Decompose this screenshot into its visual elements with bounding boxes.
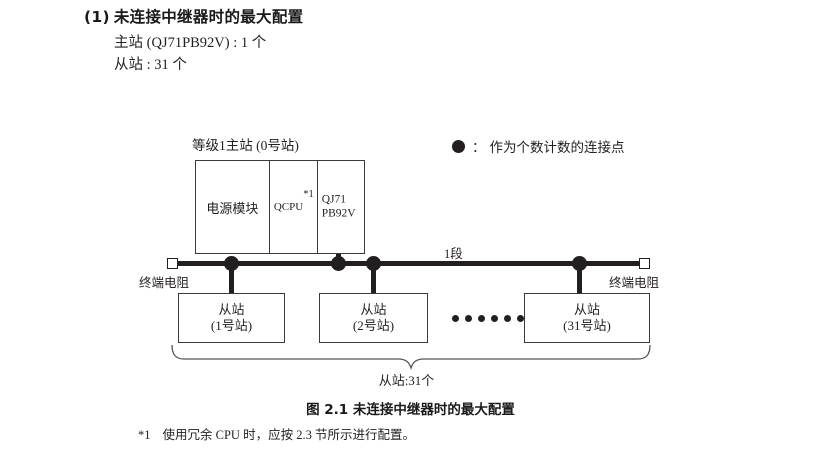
connection-dot-master: [331, 256, 346, 271]
slave-count-label-text: 从站:31个: [378, 373, 435, 388]
power-supply-module-label: 电源模块: [206, 200, 259, 216]
slave-2-drop-line: [371, 266, 376, 294]
cpu-module-label: QCPU: [273, 201, 304, 213]
slave-station-number-2: (2号站): [352, 318, 395, 333]
cpu-module-slot: QCPU *1: [270, 161, 318, 253]
ellipsis-dot: [452, 315, 459, 322]
terminator-square-right-icon: [639, 258, 650, 269]
segment-label: 1段: [444, 247, 463, 261]
figure-caption: 图 2.1 未连接中继器时的最大配置: [306, 402, 515, 418]
connection-dot-slave-31: [572, 256, 587, 271]
heading-block: (1)未连接中继器时的最大配置 主站 (QJ71PB92V) : 1 个 从站 …: [84, 6, 704, 76]
legend-label: 作为个数计数的连接点: [489, 140, 625, 155]
power-supply-module-slot: 电源模块: [196, 161, 270, 253]
section-title-text: 未连接中继器时的最大配置: [113, 8, 304, 26]
spec-slave-count: 从站 : 31 个: [114, 57, 187, 73]
slave-count-brace: [171, 344, 651, 370]
connection-dot-slave-1: [224, 256, 239, 271]
ellipsis-dot: [504, 315, 511, 322]
ellipsis-dot: [478, 315, 485, 322]
terminator-square-left-icon: [167, 258, 178, 269]
slave-station-number-31: (31号站): [563, 318, 611, 333]
filled-circle-icon: [452, 139, 465, 153]
master-rack: 电源模块 QCPU *1 QJ71 PB92V: [195, 160, 365, 254]
bus-line: [176, 261, 644, 266]
ellipsis-dot: [491, 315, 498, 322]
slave-count-label: 从站:31个: [0, 370, 821, 389]
footnote: *1 使用冗余 CPU 时，应按 2.3 节所示进行配置。: [138, 424, 415, 443]
ellipsis-dot: [517, 315, 524, 322]
profibus-master-module-label-line1: QJ71: [321, 193, 346, 206]
legend: ： 作为个数计数的连接点: [452, 136, 625, 156]
slave-station-title-31: 从站: [573, 302, 600, 317]
slave-station-box-31: 从站 (31号站): [524, 293, 650, 343]
footnote-mark: *1: [138, 428, 151, 442]
slave-station-box-1: 从站 (1号站): [178, 293, 285, 343]
slave-1-drop-line: [229, 266, 234, 294]
slave-station-title-2: 从站: [360, 302, 387, 317]
slave-station-title-1: 从站: [218, 302, 245, 317]
spec-master-count: 主站 (QJ71PB92V) : 1 个: [114, 35, 267, 51]
connection-dot-slave-2: [366, 256, 381, 271]
slave-station-number-1: (1号站): [210, 318, 253, 333]
terminator-label-left: 终端电阻: [139, 276, 190, 290]
profibus-master-module-slot: QJ71 PB92V: [318, 161, 364, 253]
footnote-marker: *1: [303, 189, 314, 200]
footnote-text: 使用冗余 CPU 时，应按 2.3 节所示进行配置。: [162, 428, 415, 442]
page-title: (1)未连接中继器时的最大配置: [84, 6, 704, 28]
profibus-master-module-label: QJ71 PB92V: [322, 194, 356, 221]
slave-station-box-2: 从站 (2号站): [319, 293, 428, 343]
master-station-caption: 等级1主站 (0号站): [192, 138, 299, 153]
profibus-master-module-label-line2: PB92V: [321, 207, 356, 219]
ellipsis-dots: [452, 315, 524, 322]
legend-colon: ：: [472, 140, 486, 155]
section-number: (1): [84, 8, 110, 26]
terminator-label-right: 终端电阻: [609, 276, 660, 290]
ellipsis-dot: [465, 315, 472, 322]
slave-31-drop-line: [577, 266, 582, 294]
